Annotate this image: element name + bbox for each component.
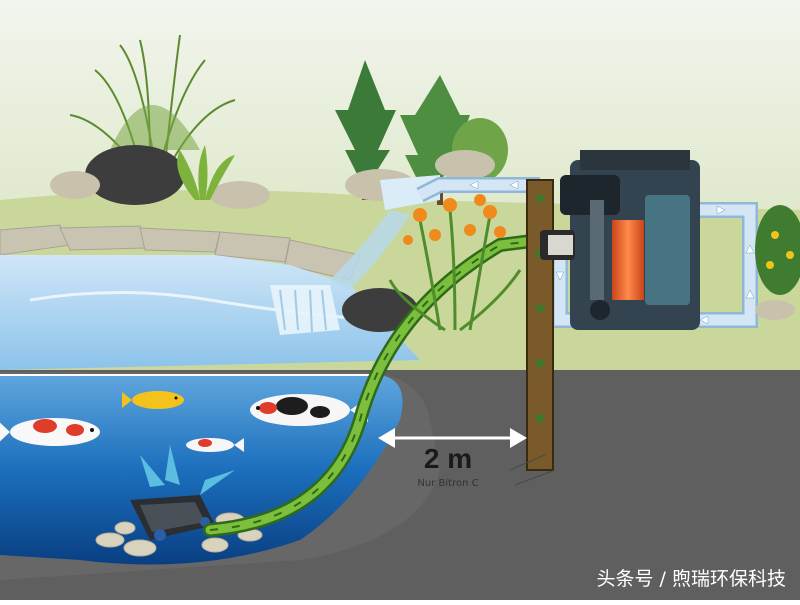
goldfish-yellow: [122, 391, 184, 409]
koi-fish-left: [0, 418, 100, 446]
dimension-arrow: [378, 428, 527, 448]
rock-left-small: [50, 171, 100, 199]
uv-lamp: [612, 220, 644, 300]
plants-right: [755, 205, 800, 320]
reed-plants-left: [69, 34, 236, 166]
pressure-filter-unit: [540, 150, 700, 330]
koi-fish-black-white: [250, 394, 368, 426]
fern-plant-left: [177, 145, 235, 200]
pond-surface: [0, 255, 420, 370]
rock-large-left: [85, 145, 185, 205]
pond-pump: [130, 495, 215, 541]
rock-waterfall: [342, 288, 418, 332]
pond-edge-stones: [0, 224, 361, 281]
rock-middle-2: [435, 150, 495, 180]
rock-left-small-2: [210, 181, 270, 209]
small-koi-fish: [186, 438, 244, 452]
pond-bottom-stones: [95, 512, 263, 557]
intake-arrow-icons: [140, 445, 235, 495]
watermark-text: 头条号 / 煦瑞环保科技: [596, 568, 786, 590]
vertical-ground-pipe: [526, 179, 554, 471]
distance-label: 2 m: [423, 443, 473, 474]
flower-plants: [388, 194, 522, 332]
product-note: Nur Bitron C: [417, 478, 479, 489]
